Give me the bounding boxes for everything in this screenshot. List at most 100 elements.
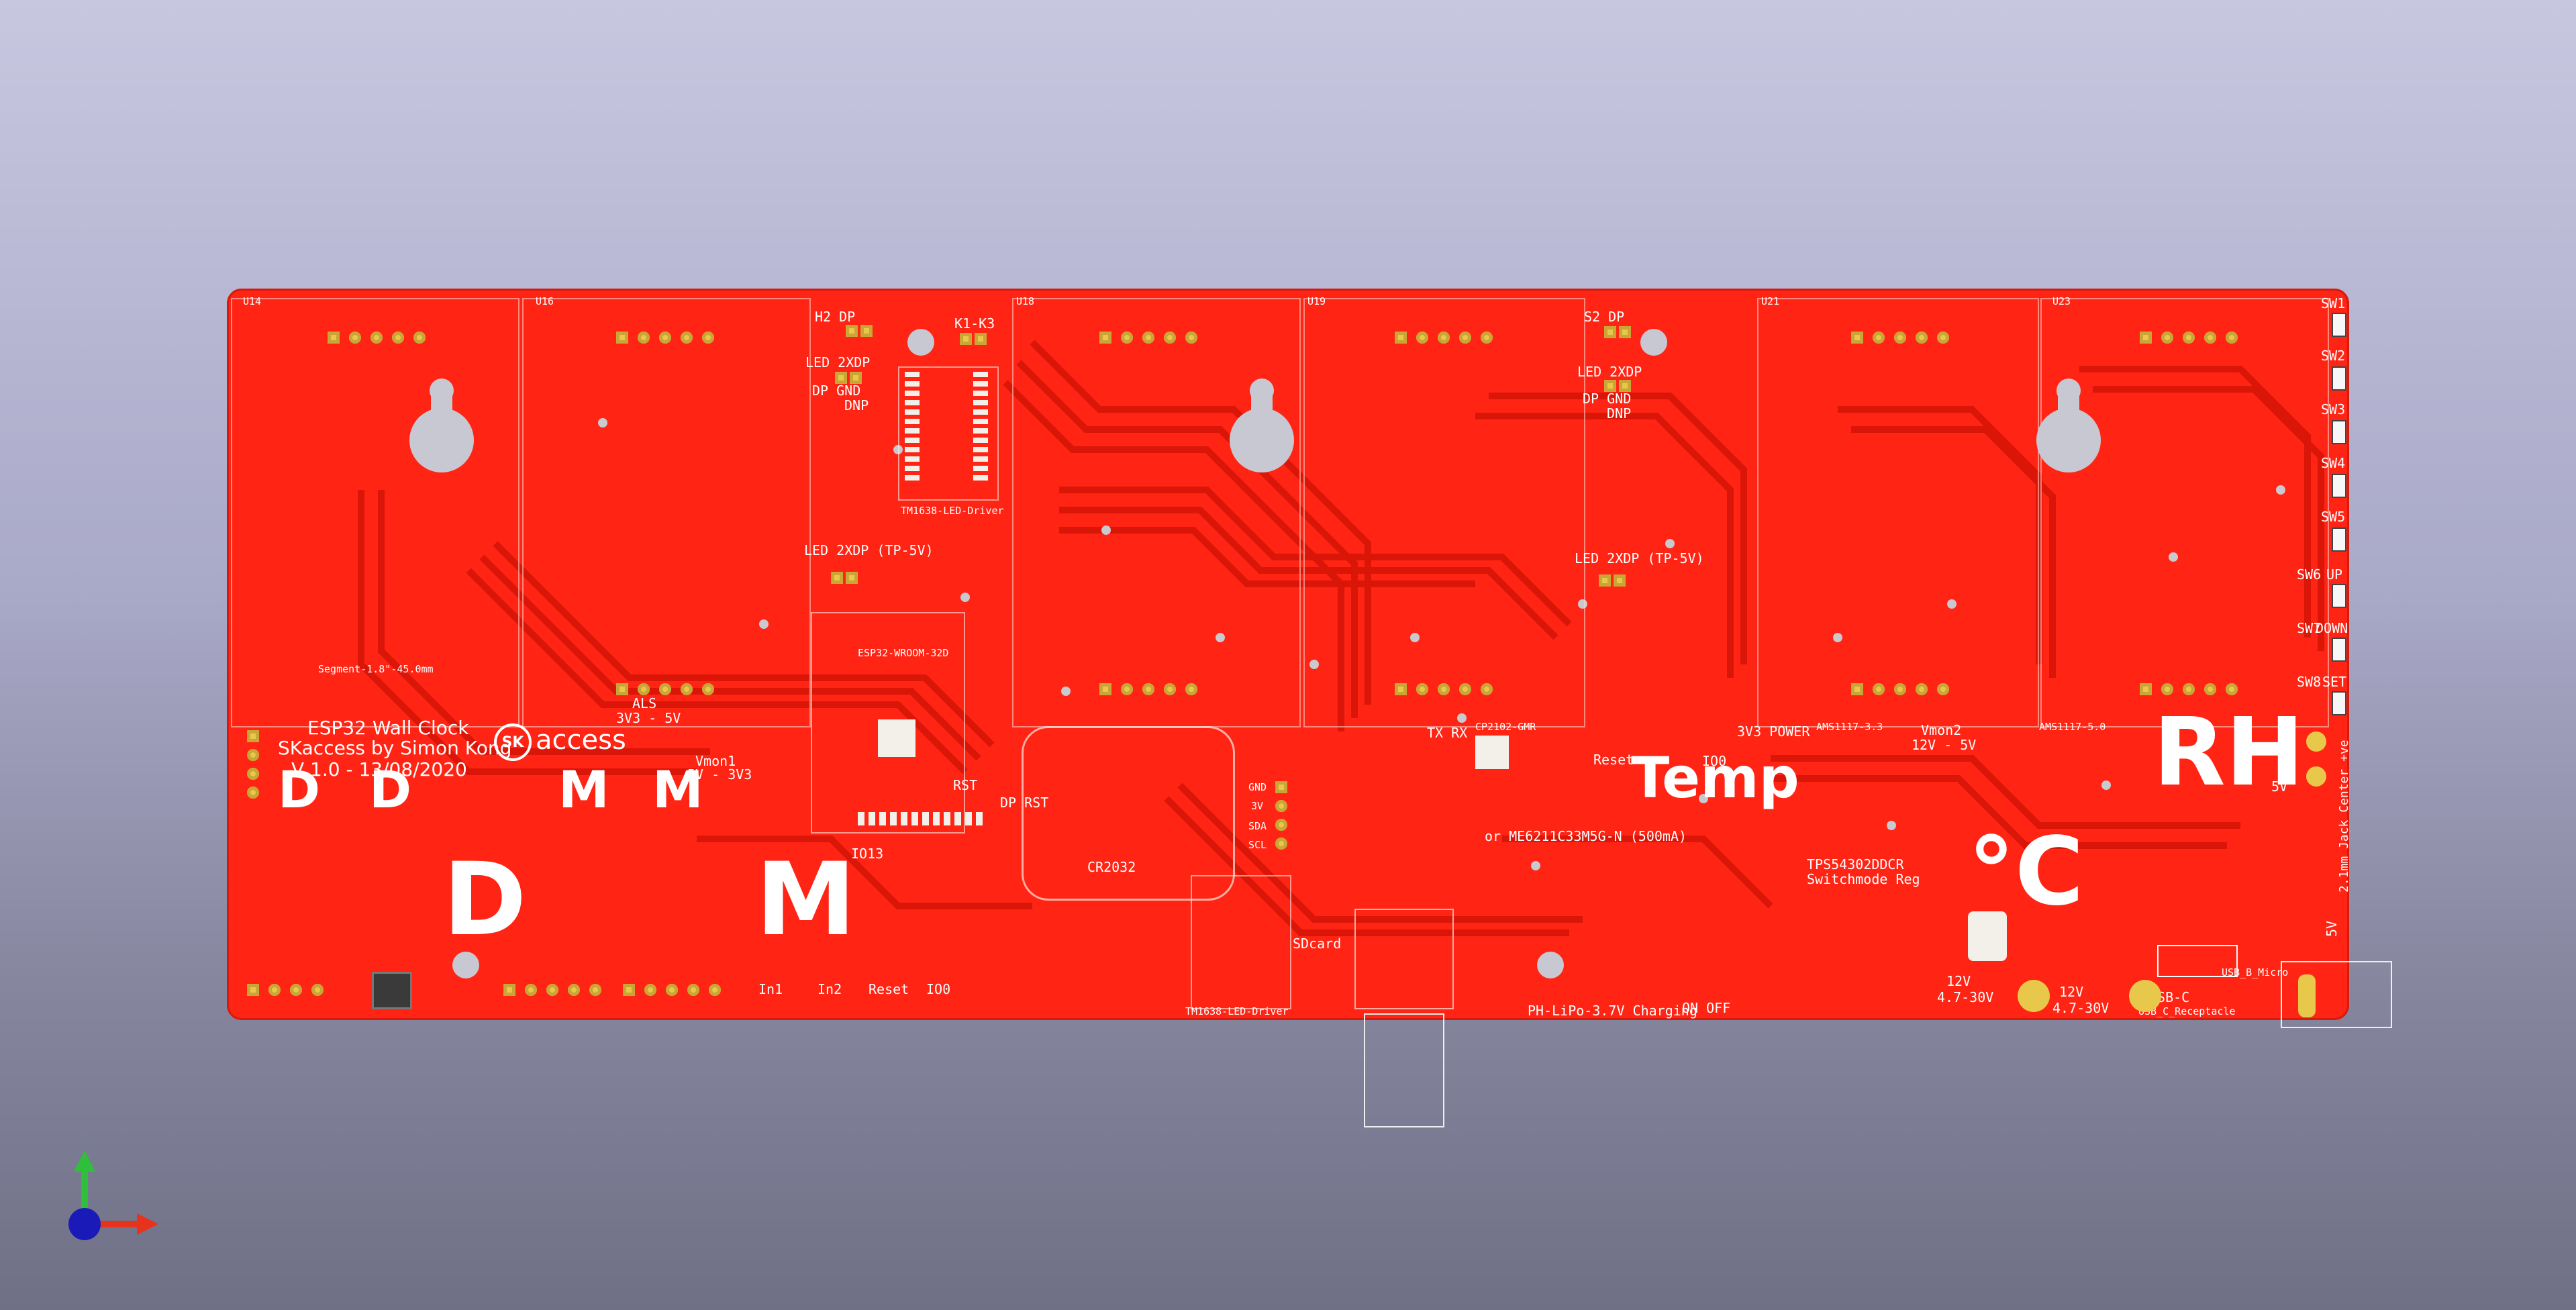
ref-label: U19 bbox=[1307, 295, 1326, 307]
mounting-hole bbox=[907, 329, 934, 356]
pin-header bbox=[623, 984, 721, 996]
cp2102-label: CP2102-GMR bbox=[1475, 721, 1536, 733]
onoff-label: ON OFF bbox=[1682, 1000, 1731, 1016]
in2-label: In2 bbox=[818, 981, 842, 997]
pin-header bbox=[503, 984, 601, 996]
orientation-axes-icon bbox=[68, 1150, 158, 1240]
pin-header bbox=[328, 332, 426, 344]
mounting-keyhole bbox=[409, 379, 474, 472]
ref-label: U21 bbox=[1761, 295, 1780, 307]
sdcard-slot bbox=[1354, 909, 1454, 1009]
tm1638-driver-1 bbox=[898, 366, 999, 501]
tactile-switch-sw8[interactable] bbox=[2332, 691, 2346, 715]
i2c-label: SDA bbox=[1248, 820, 1267, 832]
digit-label: M bbox=[558, 760, 609, 819]
pin-header bbox=[1395, 683, 1493, 695]
switch-function-label: SET bbox=[2322, 674, 2347, 690]
power-pad bbox=[2129, 980, 2161, 1012]
jack-outline bbox=[2281, 961, 2392, 1028]
rst-label: DP RST bbox=[1000, 795, 1049, 811]
mounting-hole bbox=[1640, 329, 1667, 356]
display-outline-u19 bbox=[1303, 298, 1585, 727]
switch-function-label: UP bbox=[2326, 566, 2343, 583]
display-outline-u23 bbox=[2040, 298, 2329, 727]
tps-label: TPS54302DDCR bbox=[1807, 856, 1904, 872]
mounting-hole bbox=[1537, 952, 1564, 978]
v5-label: 5V bbox=[2271, 778, 2288, 795]
digit-label: D bbox=[369, 760, 412, 819]
pin-header bbox=[1099, 683, 1197, 695]
pin-header bbox=[1099, 332, 1197, 344]
i2c-label: 3V bbox=[1251, 800, 1264, 812]
pcb-board[interactable]: U14 U16 U18 U19 U21 U23 bbox=[227, 289, 2349, 1020]
tm1638-label: TM1638-LED-Driver bbox=[1185, 1005, 1289, 1017]
switch-label: SW5 bbox=[2321, 509, 2346, 525]
board-title: ESP32 Wall Clock bbox=[307, 717, 469, 739]
pin-header bbox=[616, 332, 714, 344]
tactile-switch-sw4[interactable] bbox=[2332, 474, 2346, 498]
board-version: V 1.0 - 13/08/2020 bbox=[291, 758, 467, 780]
i2c-label: SCL bbox=[1248, 839, 1267, 851]
voltage-label: 12V bbox=[2059, 984, 2084, 1000]
usbc-connector bbox=[2157, 945, 2238, 977]
ams-label: AMS1117-3.3 bbox=[1816, 721, 1883, 733]
jumper-label: H2 DP bbox=[815, 309, 856, 325]
tactile-switch-sw7[interactable] bbox=[2332, 638, 2346, 662]
voltage-label: 3V3 - 5V bbox=[616, 710, 681, 726]
digit-label: D bbox=[278, 760, 321, 819]
dip-switch[interactable] bbox=[372, 972, 412, 1009]
pin-header bbox=[1851, 683, 1949, 695]
board-author: SKaccess by Simon Kong bbox=[278, 737, 512, 759]
usb-micro-label: USB_B_Micro bbox=[2222, 966, 2289, 978]
tactile-switch-sw5[interactable] bbox=[2332, 527, 2346, 552]
solder-jumper bbox=[960, 333, 987, 345]
io0-label: IO0 bbox=[926, 981, 951, 997]
sensor-pad bbox=[2306, 732, 2326, 752]
v5-label: 5V bbox=[2324, 920, 2340, 937]
digit-label: M bbox=[652, 760, 703, 819]
ldo-label: or ME6211C33M5G-N (500mA) bbox=[1485, 828, 1687, 844]
voltage-label: 5V - 3V3 bbox=[687, 766, 752, 783]
tactile-switch-sw1[interactable] bbox=[2332, 313, 2346, 337]
power-pad bbox=[2018, 980, 2050, 1012]
power-jack-terminal bbox=[1968, 911, 2007, 961]
switchmode-label: Switchmode Reg bbox=[1807, 871, 1920, 887]
solder-jumper bbox=[1604, 380, 1631, 392]
tactile-switch-sw3[interactable] bbox=[2332, 420, 2346, 444]
jumper-label: DP GND bbox=[1583, 391, 1632, 407]
mounting-keyhole bbox=[2036, 379, 2101, 472]
esp32-label: ESP32-WROOM-32D bbox=[858, 647, 949, 659]
tm1638-driver-2 bbox=[1191, 875, 1291, 1009]
rh-label: RH bbox=[2153, 698, 2304, 807]
voltage-label: 4.7-30V bbox=[1937, 989, 1994, 1005]
jack-pad bbox=[2298, 974, 2316, 1017]
ic-pins bbox=[905, 372, 920, 481]
ams-label: AMS1117-5.0 bbox=[2039, 721, 2106, 733]
txrx-label: TX RX bbox=[1427, 725, 1468, 741]
jumper-label: LED 2XDP (TP-5V) bbox=[804, 542, 934, 558]
jack-label: 2.1mm Jack Center +ve bbox=[2337, 740, 2349, 893]
tactile-switch-sw6[interactable] bbox=[2332, 584, 2346, 608]
solder-jumper bbox=[846, 325, 873, 337]
cr2032-holder bbox=[1022, 726, 1235, 901]
pin-header bbox=[247, 984, 324, 996]
switch-function-label: DOWN bbox=[2316, 620, 2348, 636]
i2c-header bbox=[1275, 781, 1287, 850]
solder-jumper bbox=[831, 572, 858, 584]
jumper-label: DP GND bbox=[812, 383, 861, 399]
voltage-label: 4.7-30V bbox=[2052, 1000, 2110, 1016]
sensor-pad bbox=[2306, 766, 2326, 787]
switch-label: SW8 bbox=[2297, 674, 2322, 690]
pin-header bbox=[1851, 332, 1949, 344]
charging-label: PH-LiPo-3.7V Charging bbox=[1528, 1003, 1697, 1019]
cr2032-label: CR2032 bbox=[1087, 859, 1136, 875]
copper-traces bbox=[358, 340, 2324, 936]
mounting-hole bbox=[452, 952, 479, 978]
switch-label: SW4 bbox=[2321, 455, 2346, 471]
sdcard-outline bbox=[1364, 1013, 1444, 1127]
display-outline-u18 bbox=[1012, 298, 1301, 727]
switch-label: SW6 bbox=[2297, 566, 2322, 583]
power-label: 3V3 POWER bbox=[1737, 723, 1810, 740]
tactile-switch-sw2[interactable] bbox=[2332, 366, 2346, 391]
